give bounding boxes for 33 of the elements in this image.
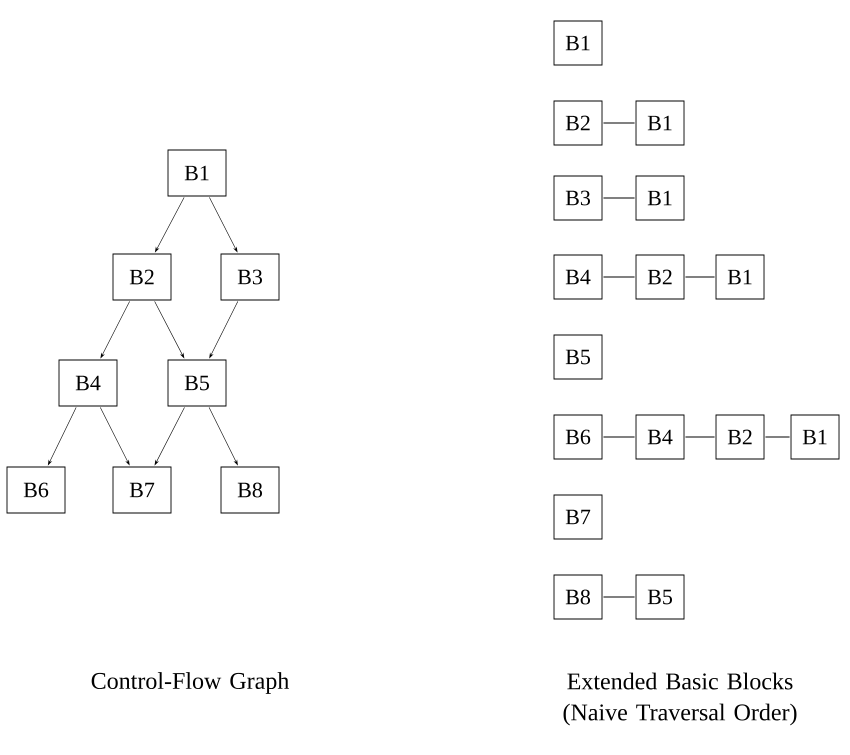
block-box: B2 (716, 414, 764, 460)
block-box: B6 (6, 466, 66, 514)
connector-line (684, 436, 716, 438)
block-box: B5 (636, 574, 684, 620)
connector-line (684, 276, 716, 278)
block-box: B1 (790, 414, 840, 460)
connector-line (602, 596, 636, 598)
connector-line (602, 122, 636, 124)
block-box: B4 (58, 360, 118, 406)
panel-caption: Control-Flow Graph (92, 672, 289, 694)
connector-line (602, 436, 636, 438)
block-box: B2 (554, 100, 602, 146)
block-box: B2 (112, 254, 172, 300)
block-box: B8 (554, 574, 602, 620)
panel-caption: Extended Basic Blocks (Naive Traversal Order) (564, 672, 796, 726)
block-box: B3 (554, 176, 602, 220)
block-box: B5 (554, 334, 602, 380)
block-box: B4 (554, 254, 602, 300)
connector-line (764, 436, 790, 438)
connector-line (602, 276, 636, 278)
block-box: B1 (636, 100, 684, 146)
block-box: B4 (636, 414, 684, 460)
block-box: B1 (554, 20, 602, 66)
block-box: B1 (168, 150, 226, 196)
block-box: B7 (112, 466, 172, 514)
block-box: B7 (554, 494, 602, 540)
block-box: B8 (220, 466, 280, 514)
block-box: B1 (716, 254, 764, 300)
block-box: B5 (168, 360, 226, 406)
block-box: B1 (636, 176, 684, 220)
block-box: B2 (636, 254, 684, 300)
block-box: B6 (554, 414, 602, 460)
block-box: B3 (220, 254, 280, 300)
